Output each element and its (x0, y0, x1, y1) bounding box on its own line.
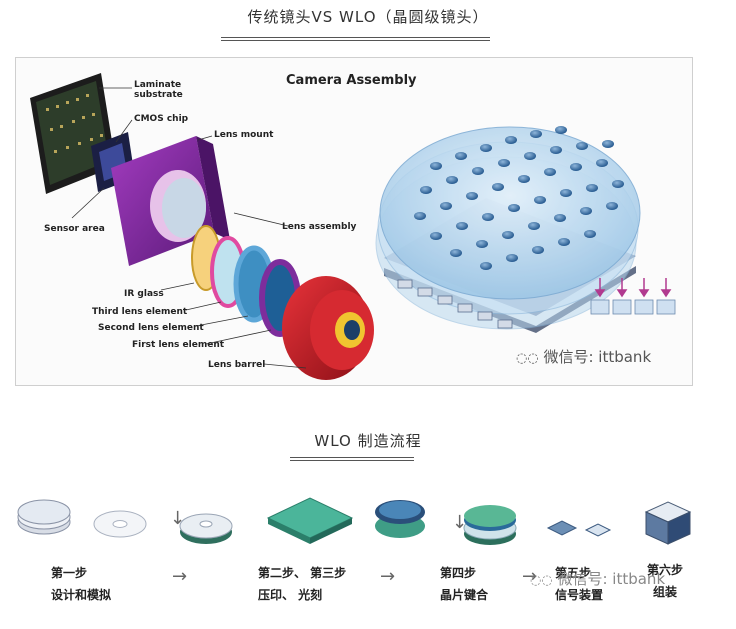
wafer-stack (375, 126, 641, 333)
right-arrow: → (380, 566, 396, 587)
title-underline (290, 460, 414, 461)
step3-lithography (375, 500, 425, 538)
label-lens-barrel: Lens barrel (208, 360, 266, 370)
label-first-lens: First lens element (132, 340, 225, 350)
label-second-lens: Second lens element (98, 323, 204, 333)
step-5-label: 第六步 组装 (647, 562, 683, 600)
watermark: ◌◌ 微信号: ittbank (516, 348, 652, 366)
step-3-label: 第四步 晶片键合 (440, 565, 488, 603)
wechat-icon: ◌◌ (530, 573, 553, 588)
section-title-process: WLO 制造流程 (314, 432, 422, 450)
down-arrow: ↓ (170, 508, 186, 529)
lens-barrel (282, 276, 374, 380)
step-4-title: 第五步 (555, 566, 592, 580)
camera-assembly-heading: Camera Assembly (286, 73, 417, 88)
step-4-label: 第五步 信号装置 (555, 565, 603, 603)
step-2-desc: 压印、 光刻 (258, 588, 323, 602)
step-3-title: 第四步 (440, 566, 477, 580)
right-arrow: → (172, 566, 188, 587)
label-ir-glass: IR glass (124, 289, 164, 299)
step-5-title: 第六步 (647, 563, 684, 577)
process-illustrations (17, 497, 692, 545)
right-arrow: → (522, 566, 538, 587)
label-laminate-substrate: Laminate substrate (134, 80, 183, 100)
step4-bonding (463, 505, 517, 545)
step1-wafers (17, 499, 147, 538)
step-2-title: 第二步、 第三步 (258, 566, 347, 580)
step6-module (644, 501, 692, 545)
step-1-label: 第一步 设计和模拟 (51, 565, 111, 603)
label-sensor-area: Sensor area (44, 224, 105, 234)
step5-singulation (546, 520, 612, 537)
title-underline (221, 37, 490, 38)
step2-imprint (266, 497, 354, 544)
section-title-comparison: 传统镜头VS WLO（晶圆级镜头） (247, 8, 489, 26)
step-4-desc: 信号装置 (555, 588, 604, 602)
lens-elements (191, 225, 301, 337)
down-arrow: ↓ (452, 512, 468, 533)
step-5-desc: 组装 (653, 585, 678, 599)
wechat-icon: ◌◌ (516, 351, 539, 366)
title-underline (221, 40, 490, 41)
label-lens-assembly: Lens assembly (282, 222, 357, 232)
label-lens-mount: Lens mount (214, 130, 274, 140)
sensor-modules (590, 278, 676, 315)
step-3-desc: 晶片键合 (440, 588, 489, 602)
watermark-bottom: ◌◌ 微信号: ittbank (530, 570, 666, 588)
step-1-title: 第一步 (51, 566, 88, 580)
step1b-wafer (179, 513, 233, 544)
leader-lines (71, 87, 307, 369)
title-underline (290, 457, 414, 458)
lens-mount (111, 136, 230, 266)
label-cmos-chip: CMOS chip (134, 114, 189, 124)
camera-assembly-figure: Camera Assembly Laminate substrate CMOS … (15, 57, 693, 386)
label-third-lens: Third lens element (92, 307, 188, 317)
step-1-desc: 设计和模拟 (51, 588, 112, 602)
step-2-label: 第二步、 第三步 压印、 光刻 (258, 565, 346, 603)
camera-assembly-illustration (30, 73, 676, 380)
